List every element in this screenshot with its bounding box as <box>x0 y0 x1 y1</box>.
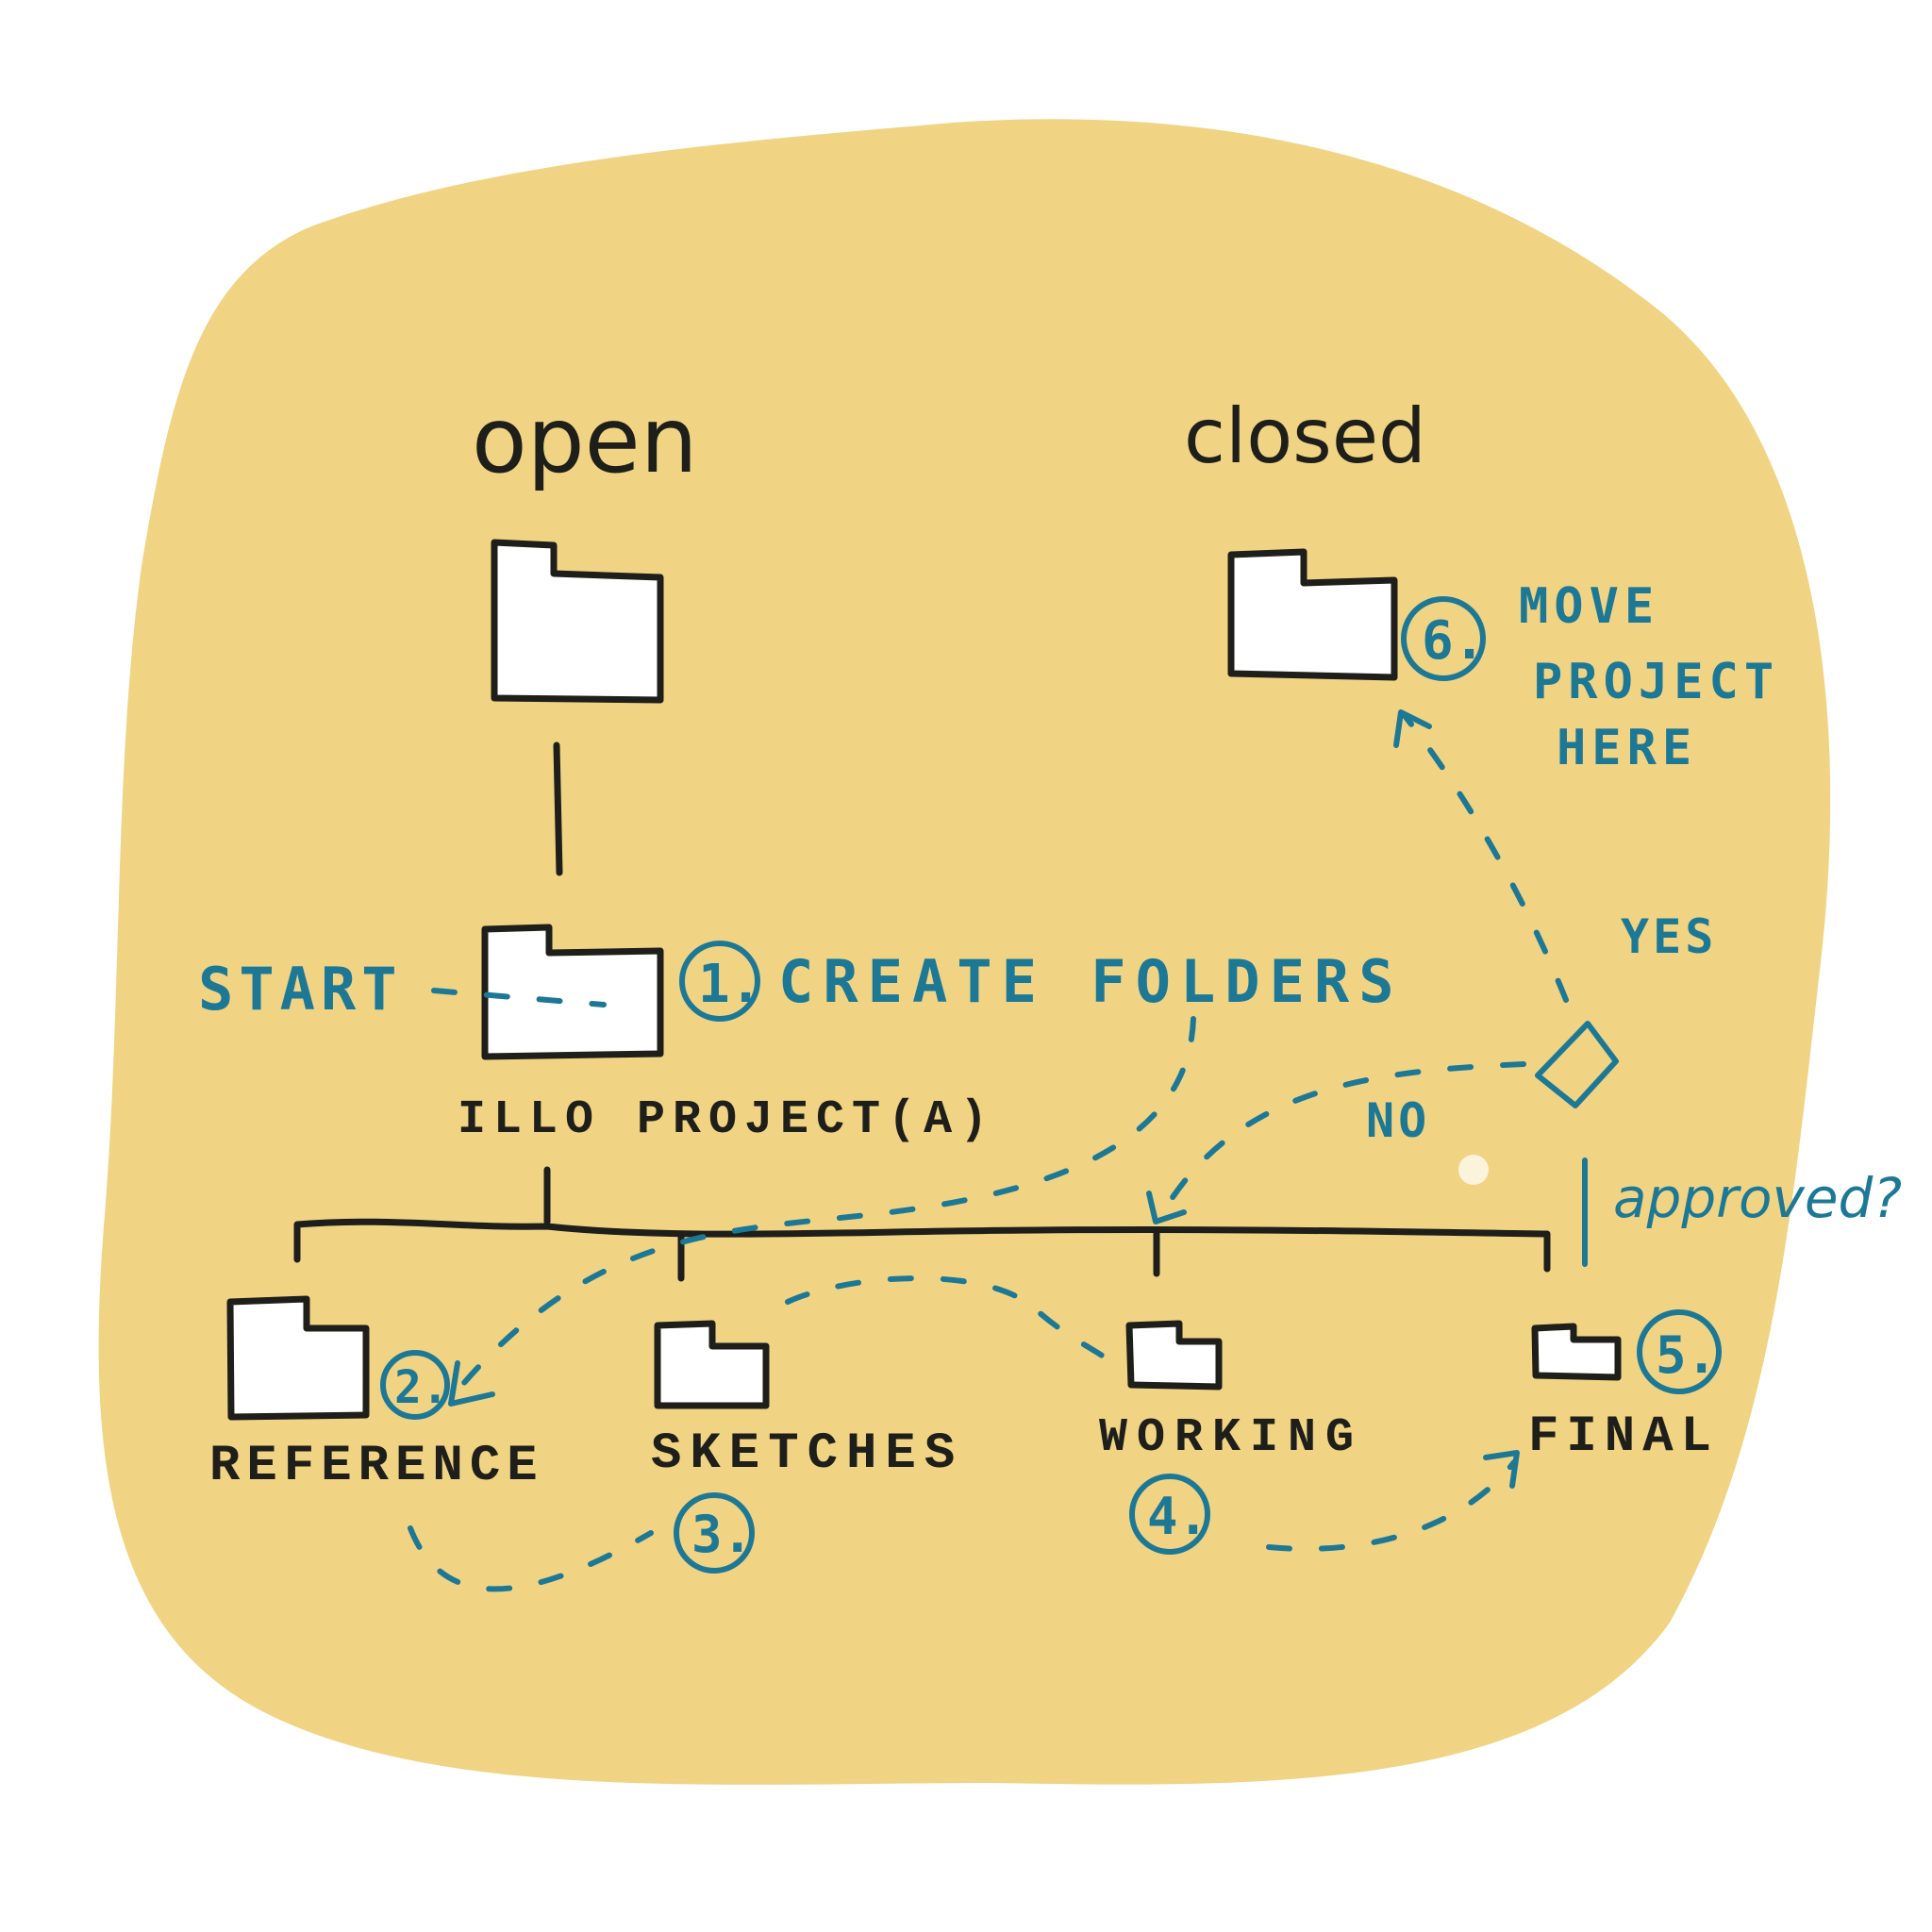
step4-number: 4. <box>1147 1487 1208 1546</box>
sketches-folder-icon <box>654 1320 770 1409</box>
flow-arrowhead-working <box>1146 1191 1187 1224</box>
decision-diamond <box>1535 1021 1619 1108</box>
flow-sketches-to-working <box>785 1275 1116 1366</box>
step6-label-line3: HERE <box>1557 720 1697 776</box>
step3-circle <box>674 1492 755 1574</box>
step5-number: 5. <box>1656 1325 1717 1385</box>
final-label: FINAL <box>1528 1408 1719 1466</box>
closed-folder-icon <box>1227 548 1398 681</box>
tree-branch-line <box>293 1218 1551 1273</box>
project-folder-icon <box>481 924 664 1060</box>
final-folder-icon <box>1531 1323 1622 1381</box>
flow-yes-to-closed <box>1403 714 1569 1003</box>
project-folder-label: ILLO PROJECT(A) <box>458 1093 995 1147</box>
flow-arrowhead-closed <box>1393 709 1432 748</box>
sketches-label: SKETCHES <box>651 1425 963 1483</box>
flow-arrowhead-final <box>1483 1450 1520 1489</box>
flow-no-to-working <box>1158 1061 1526 1220</box>
step3-number: 3. <box>691 1505 753 1564</box>
step6-label-line1: MOVE <box>1519 578 1659 635</box>
heading-closed: closed <box>1184 392 1426 480</box>
decision-no-label: NO <box>1366 1093 1430 1148</box>
heading-open: open <box>472 388 698 493</box>
step2-number: 2. <box>394 1361 449 1414</box>
step4-circle <box>1129 1474 1210 1555</box>
open-folder-icon <box>491 539 664 704</box>
step6-label-line2: PROJECT <box>1533 654 1779 710</box>
working-folder-icon <box>1125 1320 1223 1391</box>
working-label: WORKING <box>1099 1411 1363 1465</box>
step6-circle <box>1401 596 1486 681</box>
open-to-project-connector <box>553 741 563 876</box>
step2-circle <box>380 1350 450 1420</box>
flow-arrowhead-reference <box>448 1360 495 1407</box>
start-label: START <box>198 955 403 1024</box>
step5-circle <box>1637 1309 1722 1394</box>
flow-create-to-reference <box>450 1016 1196 1399</box>
step6-number: 6. <box>1422 610 1485 672</box>
approved-question-label: approved? <box>1613 1166 1902 1230</box>
reference-folder-icon <box>226 1295 370 1421</box>
step1-number: 1. <box>698 954 761 1015</box>
background-blob <box>98 119 1831 1785</box>
decision-yes-label: YES <box>1621 909 1717 964</box>
reference-label: REFERENCE <box>209 1438 544 1495</box>
step1-circle <box>679 941 760 1022</box>
flow-reference-to-sketches <box>408 1525 654 1592</box>
decorative-dot <box>1458 1155 1489 1185</box>
step1-label: CREATE FOLDERS <box>778 947 1404 1016</box>
